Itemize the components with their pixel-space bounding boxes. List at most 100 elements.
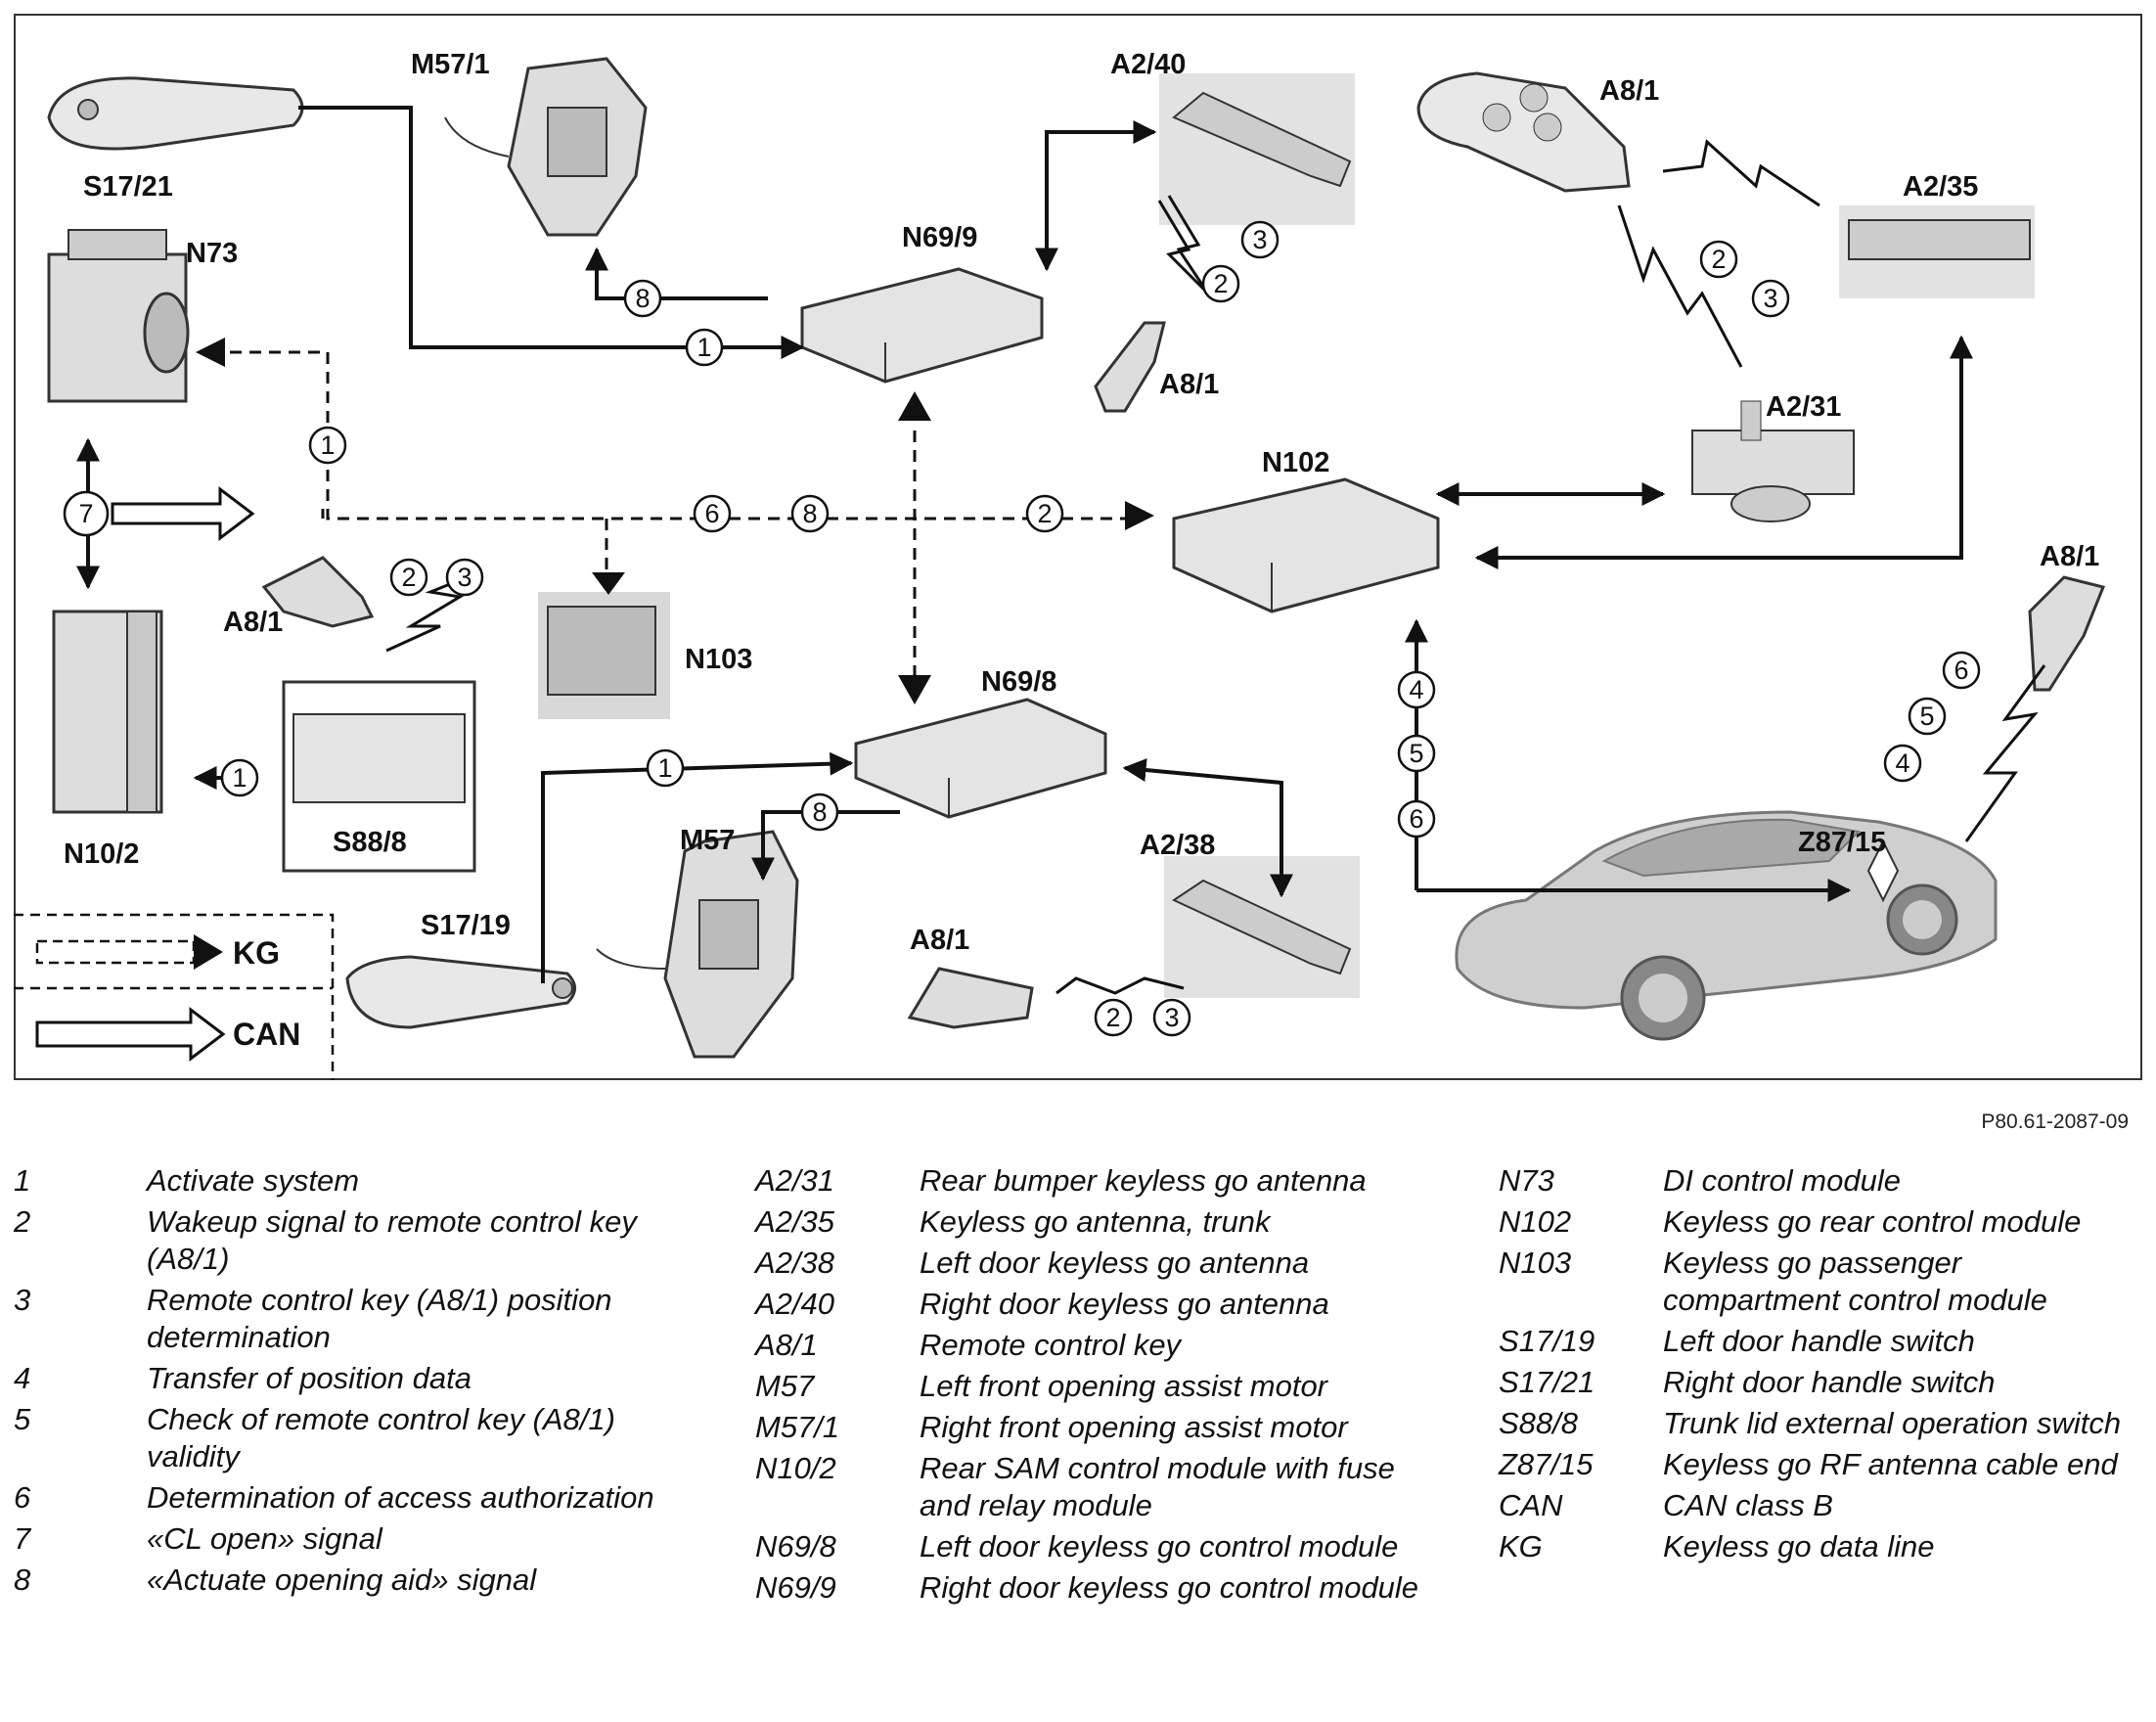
marker: 8 <box>790 494 830 533</box>
marker: 2 <box>1025 494 1064 533</box>
svg-text:CAN: CAN <box>233 1017 300 1052</box>
marker: 6 <box>693 494 732 533</box>
keyless-go-diagram: 1 8 1 6 8 2 7 2 3 3 2 2 3 2 3 1 1 8 4 5 … <box>14 49 2106 1080</box>
legend-description: «CL open» signal <box>147 1521 382 1556</box>
legend-key: A2/38 <box>755 1246 835 1280</box>
marker: 4 <box>1883 744 1922 783</box>
legend-row: CAN CAN class B <box>1499 1487 2144 1524</box>
n69-8-module <box>854 698 1107 819</box>
marker: 3 <box>1152 998 1191 1037</box>
legend-key: N69/8 <box>755 1529 836 1563</box>
a2-40-antenna <box>1159 73 1355 225</box>
svg-text:3: 3 <box>1763 284 1777 313</box>
label-s17-21: S17/21 <box>83 171 173 203</box>
legend-kg: KG <box>35 934 280 971</box>
marker: 7 <box>63 490 110 537</box>
label-m57: M57 <box>680 825 735 856</box>
m57-1-motor <box>444 57 648 237</box>
legend-row: 7«CL open» signal <box>14 1520 698 1558</box>
legend-key: A2/31 <box>755 1163 835 1198</box>
svg-text:3: 3 <box>1252 225 1267 254</box>
svg-text:2: 2 <box>1711 245 1726 274</box>
svg-text:1: 1 <box>657 753 672 783</box>
label-a2-40: A2/40 <box>1110 49 1186 80</box>
marker: 1 <box>646 748 685 788</box>
legend-key: 8 <box>14 1563 31 1597</box>
figure-reference: P80.61-2087-09 <box>1981 1110 2129 1133</box>
legend-description: CAN class B <box>1663 1488 1833 1522</box>
legend-description: Right door keyless go antenna <box>920 1287 1329 1321</box>
svg-text:6: 6 <box>1954 656 1968 685</box>
legend-row: N73 DI control module <box>1499 1162 2144 1200</box>
legend-key: M57/1 <box>755 1410 840 1444</box>
legend-description: Keyless go data line <box>1663 1529 1935 1563</box>
legend-description: Left door keyless go antenna <box>920 1246 1310 1280</box>
legend-key: N103 <box>1499 1246 1572 1280</box>
legend-key: N73 <box>1499 1163 1554 1198</box>
legend-row: KG Keyless go data line <box>1499 1528 2144 1565</box>
marker: 8 <box>800 793 839 832</box>
legend-key: KG <box>1499 1529 1543 1563</box>
legend-description: DI control module <box>1663 1163 1901 1198</box>
legend-key: S88/8 <box>1499 1406 1579 1440</box>
legend-row: A2/31 Rear bumper keyless go antenna <box>755 1162 1430 1200</box>
legend-description: Remote control key <box>920 1328 1182 1362</box>
legend-key: N69/9 <box>755 1570 836 1605</box>
marker: 1 <box>220 758 259 797</box>
a8-1-key-mid <box>1094 321 1166 413</box>
legend-description: Wakeup signal to remote control key (A8/… <box>147 1204 637 1276</box>
marker: 5 <box>1908 697 1947 736</box>
svg-text:3: 3 <box>1164 1003 1179 1032</box>
legend-description: Keyless go RF antenna cable end <box>1663 1447 2118 1481</box>
legend-key: CAN <box>1499 1488 1563 1522</box>
a2-35-antenna <box>1839 205 2035 298</box>
legend-description: Right door keyless go control module <box>920 1570 1419 1605</box>
legend-description: Left door keyless go control module <box>920 1529 1399 1563</box>
marker: 1 <box>308 426 347 465</box>
svg-text:1: 1 <box>696 333 711 362</box>
label-a2-38: A2/38 <box>1140 830 1215 861</box>
a8-1-key-bottom <box>907 967 1034 1029</box>
label-n69-9: N69/9 <box>902 222 977 253</box>
legend-description: Trunk lid external operation switch <box>1663 1406 2122 1440</box>
svg-text:1: 1 <box>320 430 335 460</box>
label-n73: N73 <box>186 238 238 269</box>
label-a2-35: A2/35 <box>1903 171 1978 203</box>
label-n102: N102 <box>1262 447 1329 478</box>
legend-description: Activate system <box>147 1163 360 1198</box>
label-z87-15: Z87/15 <box>1798 827 1886 858</box>
step-markers: 1 8 1 6 8 2 7 2 3 3 2 2 3 2 3 1 1 8 4 5 … <box>63 220 1981 1037</box>
legend-key: S17/19 <box>1499 1324 1595 1358</box>
legend-description: Rear bumper keyless go antenna <box>920 1163 1367 1198</box>
legend-key: 6 <box>14 1480 31 1515</box>
n103-module <box>538 592 670 719</box>
marker: 1 <box>685 328 724 367</box>
label-a2-31: A2/31 <box>1766 391 1841 423</box>
svg-text:6: 6 <box>1409 804 1423 834</box>
legend-description: Left door handle switch <box>1663 1324 1975 1358</box>
svg-text:2: 2 <box>401 563 416 592</box>
legend-can: CAN <box>35 1006 300 1063</box>
n73-module <box>47 229 190 403</box>
legend-row: 8«Actuate opening aid» signal <box>14 1562 698 1599</box>
legend-row: N69/8 Left door keyless go control module <box>755 1528 1430 1565</box>
legend-row: 1 Activate system <box>14 1162 698 1200</box>
diagram-frame <box>14 14 2142 1080</box>
legend-key: 4 <box>14 1361 31 1395</box>
svg-text:5: 5 <box>1409 739 1423 768</box>
marker: 2 <box>389 558 428 597</box>
legend-key: 1 <box>14 1163 31 1198</box>
legend-description: Remote control key (A8/1) position deter… <box>147 1283 612 1354</box>
legend-row: N69/9 Right door keyless go control modul… <box>755 1569 1430 1607</box>
a8-1-key-left <box>261 556 375 628</box>
s88-8-switch <box>282 680 476 873</box>
